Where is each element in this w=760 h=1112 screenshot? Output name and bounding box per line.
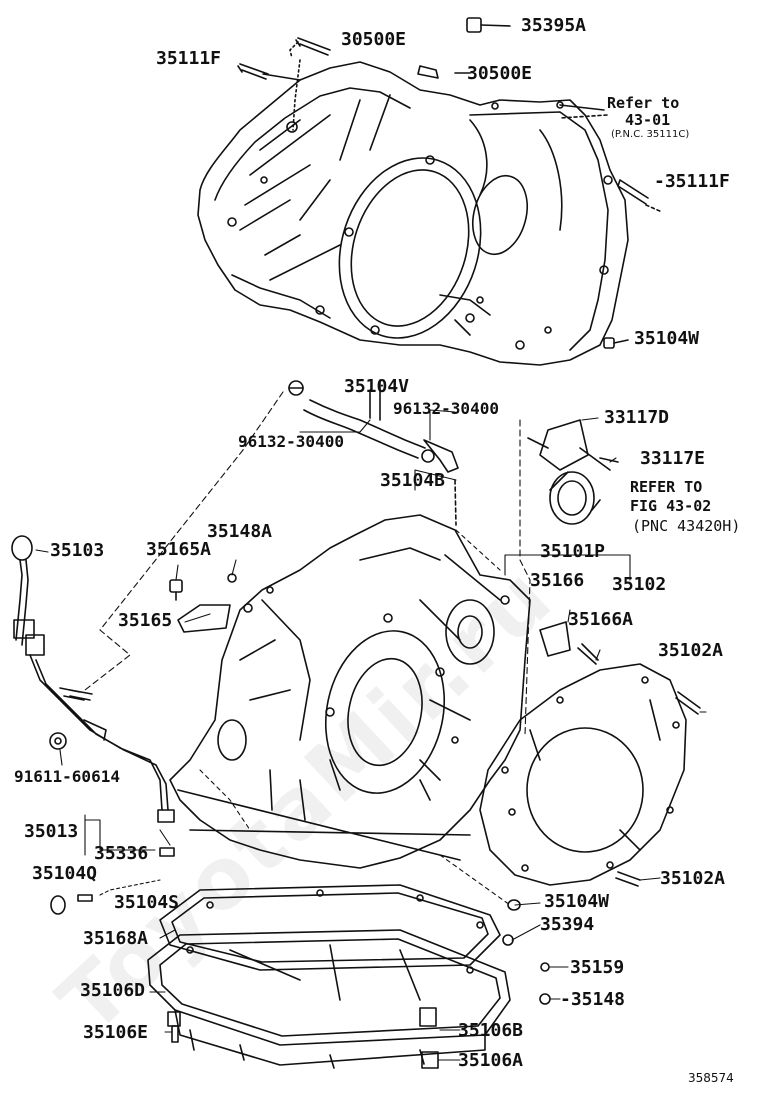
- part-label-35394: 35394: [540, 914, 595, 935]
- part-label-35395A: 35395A: [521, 15, 587, 36]
- part-label-35013: 35013: [24, 821, 79, 842]
- reference-note-43-01: Refer to: [607, 94, 680, 112]
- bracket-and-seal-drawing: [527, 419, 619, 525]
- part-label-35106A: 35106A: [458, 1050, 524, 1071]
- part-label-35159: 35159: [570, 957, 625, 978]
- part-label-35104B: 35104B: [380, 470, 446, 491]
- part-label-35102A-upper: 35102A: [658, 640, 724, 661]
- part-label-96132-30400-right: 96132-30400: [393, 399, 499, 418]
- part-label-35336: 35336: [94, 843, 149, 864]
- transaxle-housing-drawing: [197, 61, 629, 366]
- part-label-35106E: 35106E: [83, 1022, 149, 1043]
- part-label-35148A: 35148A: [207, 521, 273, 542]
- part-label-33117E: 33117E: [640, 448, 706, 469]
- part-label-35111F-right: -35111F: [654, 171, 730, 192]
- side-cover-drawing: [479, 621, 701, 887]
- part-label-35102A-lower: 35102A: [660, 868, 726, 889]
- oil-pan-drawing: [147, 884, 511, 1069]
- part-label-35166A: 35166A: [568, 609, 634, 630]
- part-label-35106D: 35106D: [80, 980, 146, 1001]
- part-label-35165A: 35165A: [146, 539, 212, 560]
- leader-lines: [35, 391, 707, 1061]
- part-label-30500E-top: 30500E: [341, 29, 407, 50]
- breather-hose-drawing: [288, 379, 459, 526]
- upper-fasteners: [237, 17, 663, 349]
- part-label-35166: 35166: [530, 570, 585, 591]
- part-label-35168A: 35168A: [83, 928, 149, 949]
- part-label-35148: -35148: [560, 989, 626, 1010]
- part-label-35104S: 35104S: [114, 892, 180, 913]
- reference-fig-43-02: FIG 43-02: [630, 497, 712, 515]
- part-label-35104V: 35104V: [344, 376, 410, 397]
- reference-pnc-35111C: (P.N.C. 35111C): [611, 129, 690, 140]
- part-label-35104W-top: 35104W: [634, 328, 700, 349]
- diagram-id: 358574: [688, 1071, 734, 1085]
- transmission-case-drawing: [169, 514, 531, 869]
- part-label-35104W-lower: 35104W: [544, 891, 610, 912]
- part-label-35165: 35165: [118, 610, 173, 631]
- part-label-35111F-left: 35111F: [156, 48, 222, 69]
- part-label-35103: 35103: [50, 540, 105, 561]
- part-label-35102: 35102: [612, 574, 667, 595]
- part-label-91611-60614: 91611-60614: [14, 767, 120, 786]
- part-label-33117D: 33117D: [604, 407, 670, 428]
- reference-pnc-43420H: (PNC 43420H): [632, 517, 741, 535]
- part-label-35101P: 35101P: [540, 541, 606, 562]
- part-label-30500E-right: 30500E: [467, 63, 533, 84]
- reference-note-43-02: REFER TO: [630, 478, 703, 496]
- part-label-35104Q: 35104Q: [32, 863, 98, 884]
- part-label-96132-30400-left: 96132-30400: [238, 432, 344, 451]
- reference-fig-43-01: 43-01: [625, 111, 671, 129]
- part-label-35106B: 35106B: [458, 1020, 524, 1041]
